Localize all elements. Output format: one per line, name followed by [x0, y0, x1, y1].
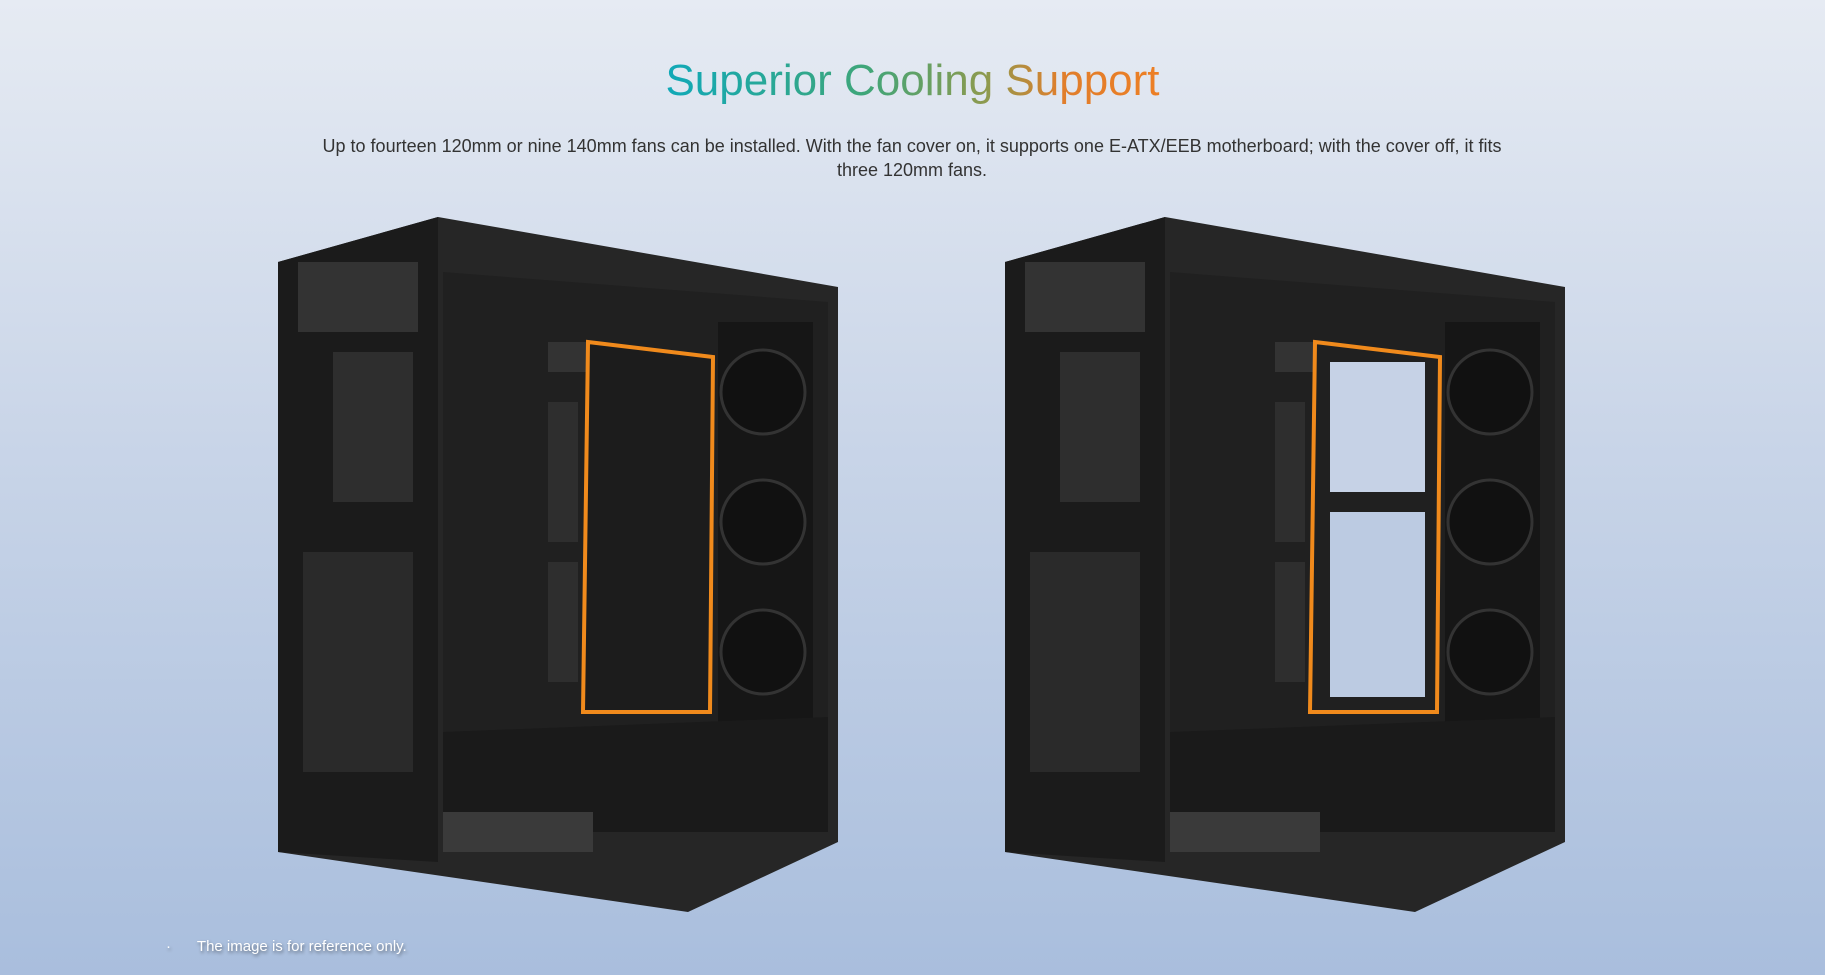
fan-cover-highlight	[580, 339, 716, 714]
case-image-fan-cover-on	[278, 217, 838, 912]
bullet: ·	[166, 938, 171, 955]
section-title: Superior Cooling Support	[665, 56, 1160, 105]
pc-case-illustration	[278, 217, 838, 912]
pc-case-illustration	[1005, 217, 1565, 912]
footnote-text: The image is for reference only.	[196, 938, 407, 955]
fan-mount-highlight	[1307, 339, 1443, 714]
case-image-fan-cover-off	[1005, 217, 1565, 912]
section-description: Up to fourteen 120mm or nine 140mm fans …	[322, 136, 1502, 180]
footnote: · The image is for reference only.	[166, 938, 407, 955]
